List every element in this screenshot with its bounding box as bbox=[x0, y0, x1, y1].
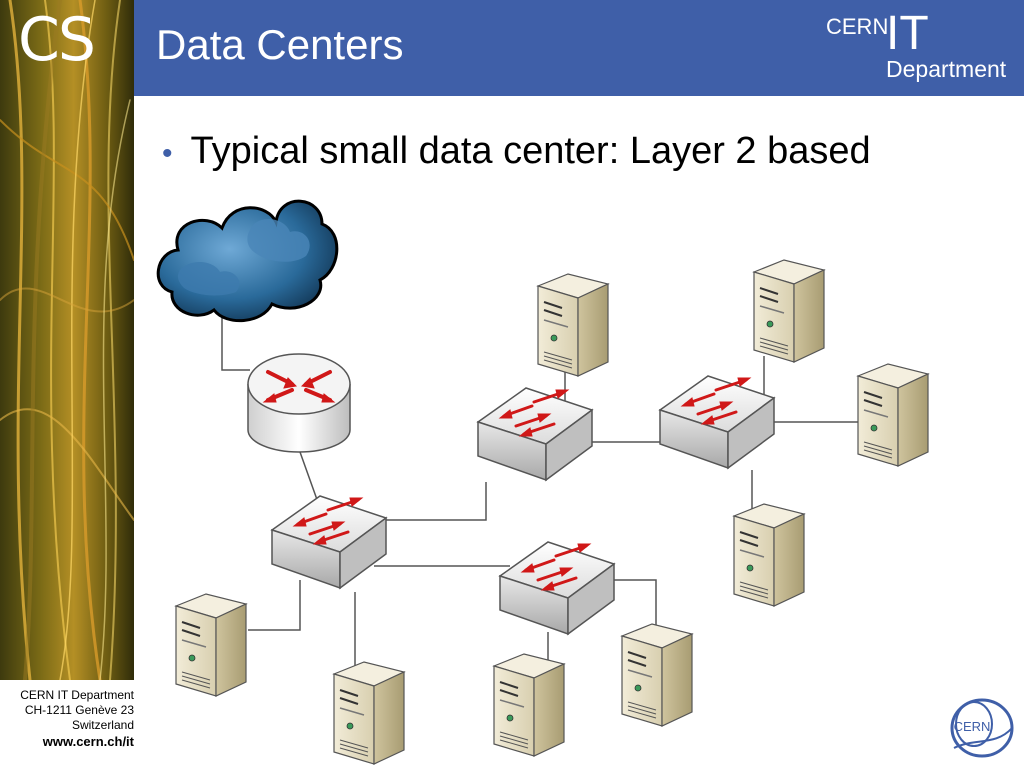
server-icon bbox=[753, 259, 825, 363]
seal-text: CERN bbox=[954, 719, 991, 734]
switch-icon bbox=[270, 494, 388, 590]
slide-header: Data Centers CERN IT Department bbox=[134, 0, 1024, 96]
department-logo-text: Department bbox=[886, 56, 1007, 82]
fiber-cables-image bbox=[0, 0, 134, 680]
server-icon bbox=[537, 273, 609, 377]
footer-line: CH-1211 Genève 23 bbox=[24, 703, 134, 717]
router-icon bbox=[247, 353, 351, 453]
footer-line: Switzerland bbox=[71, 718, 134, 732]
internet-cloud-icon bbox=[156, 199, 339, 323]
link-switch1-server5 bbox=[248, 580, 301, 631]
cs-logo: CS bbox=[18, 5, 96, 75]
link-switch1-switch2 bbox=[370, 482, 487, 521]
server-icon bbox=[621, 623, 693, 727]
footer-address: CERN IT Department CH-1211 Genève 23 Swi… bbox=[0, 688, 134, 751]
bullet-list: • Typical small data center: Layer 2 bas… bbox=[162, 130, 871, 173]
footer-line: CERN IT Department bbox=[20, 688, 134, 702]
switch-icon bbox=[658, 374, 776, 470]
slide-title: Data Centers bbox=[156, 21, 404, 68]
it-logo-text: IT bbox=[886, 7, 929, 60]
bullet-dot-icon: • bbox=[162, 137, 173, 170]
footer-url-link[interactable]: www.cern.ch/it bbox=[42, 734, 134, 749]
server-icon bbox=[493, 653, 565, 757]
server-icon bbox=[857, 363, 929, 467]
side-photo-panel: CS bbox=[0, 0, 134, 680]
link-cloud-router bbox=[221, 300, 250, 371]
cern-seal-icon: CERN bbox=[950, 698, 1014, 758]
bullet-item: • Typical small data center: Layer 2 bas… bbox=[162, 130, 871, 173]
server-icon bbox=[175, 593, 247, 697]
link-switch3-server8 bbox=[614, 579, 657, 628]
bullet-text: Typical small data center: Layer 2 based bbox=[190, 130, 871, 172]
server-icon bbox=[733, 503, 805, 607]
cern-logo-text: CERN bbox=[826, 14, 889, 39]
network-links bbox=[221, 300, 858, 676]
switch-icon bbox=[476, 386, 594, 482]
switch-icon bbox=[498, 540, 616, 636]
server-icon bbox=[333, 661, 405, 765]
